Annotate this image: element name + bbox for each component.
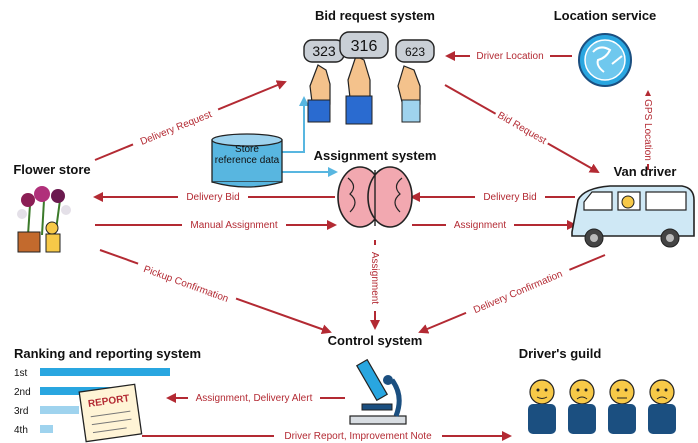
driver-face-3 <box>608 379 636 434</box>
node-control-system: Control system <box>328 333 423 425</box>
node-bid-request-system: Bid request system 323 316 623 <box>303 8 435 125</box>
driver-face-1 <box>528 379 556 434</box>
drivers-group-icon <box>528 379 676 434</box>
edge-label-delivery-bid-right: Delivery Bid <box>483 192 536 203</box>
bid-request-title: Bid request system <box>315 8 435 23</box>
edge-label-delivery-request: Delivery Request <box>139 109 214 148</box>
bid-sign-2-value: 316 <box>351 38 378 55</box>
bid-sign-1-value: 323 <box>312 43 336 59</box>
bid-sign-3-value: 623 <box>405 45 425 59</box>
store-reference-label: Store reference data <box>214 144 280 166</box>
edge-store-reference-up <box>282 96 309 153</box>
report-icon: REPORT <box>78 383 143 443</box>
rank-label: 1st <box>14 368 28 379</box>
brain-icon <box>337 166 413 228</box>
bid-sign-2: 316 <box>339 31 389 59</box>
edge-label-assignment-alert: Assignment, Delivery Alert <box>196 393 313 404</box>
edge-label-driver-report: Driver Report, Improvement Note <box>284 431 432 442</box>
bidding-hands-icon <box>307 55 421 125</box>
rank-bar <box>40 368 170 376</box>
node-ranking-reporting: Ranking and reporting system 1st 2nd 3rd 4t… <box>14 346 201 443</box>
edge-label-delivery-bid-left: Delivery Bid <box>186 192 239 203</box>
edge-label-assignment-right: Assignment <box>454 220 506 231</box>
rank-bar <box>40 406 79 414</box>
location-service-title: Location service <box>554 8 657 23</box>
rank-label: 4th <box>14 425 28 436</box>
flower-store-title: Flower store <box>13 162 90 177</box>
rank-label: 3rd <box>14 406 28 417</box>
edge-label-delivery-confirmation: Delivery Confirmation <box>472 269 564 316</box>
edge-label-driver-location: Driver Location <box>476 51 543 62</box>
edge-label-gps-location: GPS Location <box>642 99 653 161</box>
control-system-title: Control system <box>328 333 423 348</box>
edge-label-assignment-down: Assignment <box>369 252 380 304</box>
node-store-reference-data: Store reference data <box>211 133 283 188</box>
database-icon <box>211 133 283 188</box>
edge-label-pickup-confirmation: Pickup Confirmation <box>142 264 230 305</box>
van-icon <box>571 185 695 248</box>
node-flower-store: Flower store <box>13 162 91 253</box>
edge-label-bid-request: Bid Request <box>495 110 548 147</box>
node-location-service: Location service <box>554 8 657 87</box>
bid-sign-3: 623 <box>395 39 435 63</box>
edge-label-manual-assignment: Manual Assignment <box>190 220 277 231</box>
node-assignment-system: Assignment system <box>314 148 437 228</box>
driver-face-4 <box>648 379 676 434</box>
rank-bar <box>40 425 53 433</box>
flowers-icon <box>17 186 71 253</box>
node-van-driver: Van driver <box>571 164 695 248</box>
assignment-system-title: Assignment system <box>314 148 437 163</box>
rank-label: 2nd <box>14 387 31 398</box>
globe-icon <box>578 33 632 87</box>
ranking-title: Ranking and reporting system <box>14 346 201 361</box>
van-driver-title: Van driver <box>614 164 677 179</box>
driver-face-2 <box>568 379 596 434</box>
microscope-icon <box>349 358 407 425</box>
bid-sign-1: 323 <box>303 39 345 63</box>
node-drivers-guild: Driver's guild <box>519 346 676 434</box>
drivers-guild-title: Driver's guild <box>519 346 602 361</box>
